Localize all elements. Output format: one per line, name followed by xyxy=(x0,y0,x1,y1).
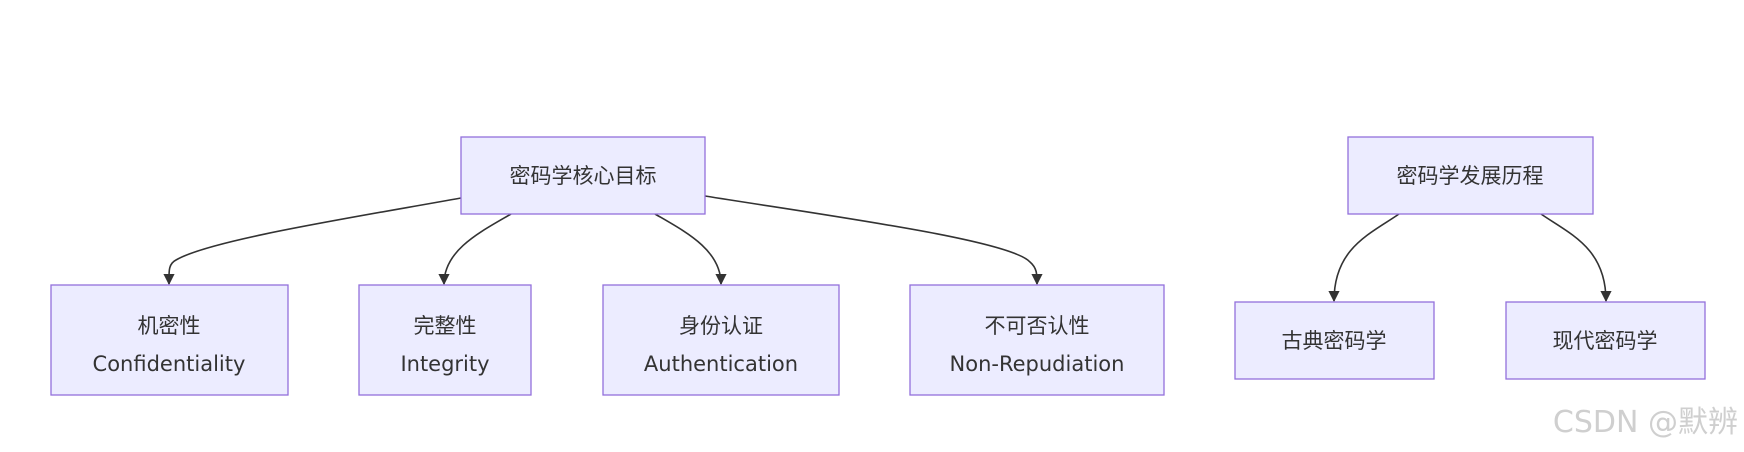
edge-history-to-modern xyxy=(1540,213,1612,303)
node-crypto-core-goals: 密码学核心目标 xyxy=(460,136,706,215)
node-modern-cryptography-label: 现代密码学 xyxy=(1553,329,1658,353)
node-confidentiality-label-cn: 机密性 xyxy=(138,314,201,338)
node-classical-cryptography: 古典密码学 xyxy=(1234,301,1435,380)
node-non-repudiation: 不可否认性 Non-Repudiation xyxy=(909,284,1165,396)
node-crypto-core-goals-label: 密码学核心目标 xyxy=(510,164,657,188)
edge-goals-to-non-repudiation xyxy=(704,195,1043,286)
node-integrity-label-cn: 完整性 xyxy=(414,314,477,338)
watermark-text: CSDN @默辨 xyxy=(1553,405,1738,440)
edge-goals-to-confidentiality xyxy=(163,197,462,286)
edge-goals-to-integrity xyxy=(438,213,512,286)
node-confidentiality: 机密性 Confidentiality xyxy=(50,284,289,396)
node-authentication-label-en: Authentication xyxy=(644,352,798,376)
node-modern-cryptography: 现代密码学 xyxy=(1505,301,1706,380)
edge-history-to-classical xyxy=(1328,213,1400,303)
node-authentication-label-cn: 身份认证 xyxy=(679,314,763,338)
node-confidentiality-label-en: Confidentiality xyxy=(93,352,246,376)
node-crypto-history-label: 密码学发展历程 xyxy=(1397,164,1544,188)
node-non-repudiation-label-en: Non-Repudiation xyxy=(950,352,1125,376)
edge-goals-to-authentication xyxy=(654,213,727,286)
node-crypto-history: 密码学发展历程 xyxy=(1347,136,1594,215)
node-authentication: 身份认证 Authentication xyxy=(602,284,840,396)
node-integrity: 完整性 Integrity xyxy=(358,284,532,396)
node-non-repudiation-label-cn: 不可否认性 xyxy=(985,314,1090,338)
node-integrity-label-en: Integrity xyxy=(400,352,489,376)
node-classical-cryptography-label: 古典密码学 xyxy=(1282,329,1387,353)
